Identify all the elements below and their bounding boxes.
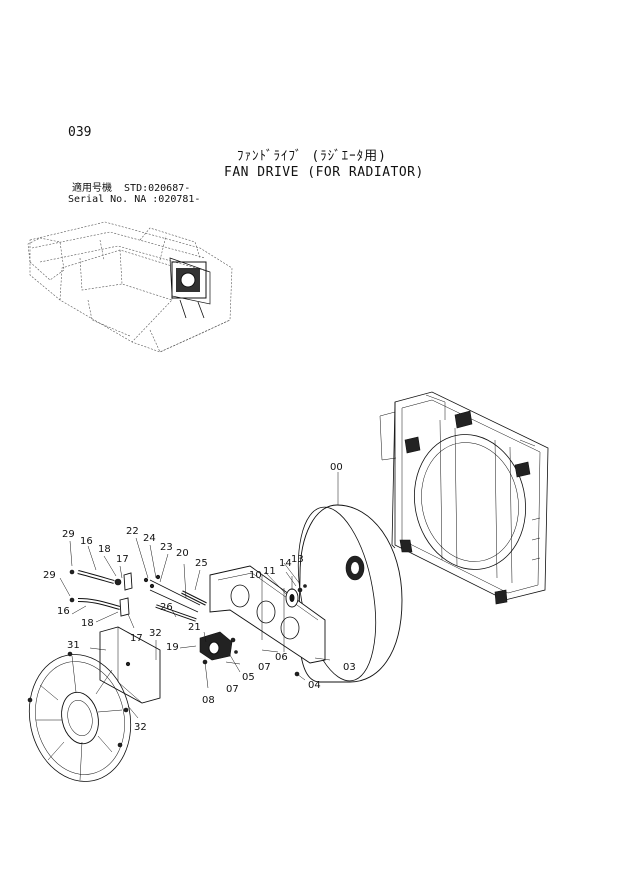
callout-16a: 16 <box>80 536 93 547</box>
callout-23: 23 <box>160 542 173 553</box>
callout-05: 05 <box>242 672 255 683</box>
callout-00: 00 <box>330 462 343 473</box>
callout-17b: 17 <box>130 633 143 644</box>
title-english: FAN DRIVE (FOR RADIATOR) <box>224 165 424 180</box>
callout-26: 26 <box>160 602 173 613</box>
callout-25: 25 <box>195 558 208 569</box>
callout-31: 31 <box>67 640 80 651</box>
callout-03: 03 <box>343 662 356 673</box>
callout-08: 08 <box>202 695 215 706</box>
callout-13: 13 <box>291 554 304 565</box>
fan-motor <box>199 631 238 665</box>
callout-18a: 18 <box>98 544 111 555</box>
cover-plate <box>99 626 161 704</box>
callout-19: 19 <box>166 642 179 653</box>
serial-number-line: Serial No. NA :020781- <box>68 194 201 205</box>
callout-24: 24 <box>143 533 156 544</box>
callout-20: 20 <box>176 548 189 559</box>
callout-17a: 17 <box>116 554 129 565</box>
callout-16b: 16 <box>57 606 70 617</box>
fan-guard <box>27 651 132 782</box>
callout-21: 21 <box>188 622 201 633</box>
mounting-bracket <box>209 565 326 677</box>
callout-11: 11 <box>263 566 276 577</box>
callout-06: 06 <box>275 652 288 663</box>
callout-14: 14 <box>279 558 292 569</box>
leader-lines <box>59 472 339 719</box>
callout-07a: 07 <box>258 662 271 673</box>
page-number: 039 <box>68 125 92 140</box>
callout-22: 22 <box>126 526 139 537</box>
callout-04: 04 <box>308 680 321 691</box>
machine-overview-sketch <box>27 221 233 353</box>
title-japanese: ﾌｧﾝﾄﾞﾗｲﾌﾞ (ﾗｼﾞｴｰﾀ用) <box>237 149 387 164</box>
callout-labels: 00 03 04 05 06 07 07 08 10 11 13 14 16 1… <box>43 462 356 733</box>
hub-parts <box>285 584 307 608</box>
callout-07b: 07 <box>226 684 239 695</box>
callout-29a: 29 <box>62 529 75 540</box>
callout-32a: 32 <box>149 628 162 639</box>
fan-drive-highlight <box>169 257 211 319</box>
callout-29b: 29 <box>43 570 56 581</box>
callout-32b: 32 <box>134 722 147 733</box>
callout-18b: 18 <box>81 618 94 629</box>
callout-10: 10 <box>249 570 262 581</box>
radiator-frame <box>379 391 549 605</box>
serial-applicable-line: 適用号機 STD:020687- <box>72 183 191 194</box>
